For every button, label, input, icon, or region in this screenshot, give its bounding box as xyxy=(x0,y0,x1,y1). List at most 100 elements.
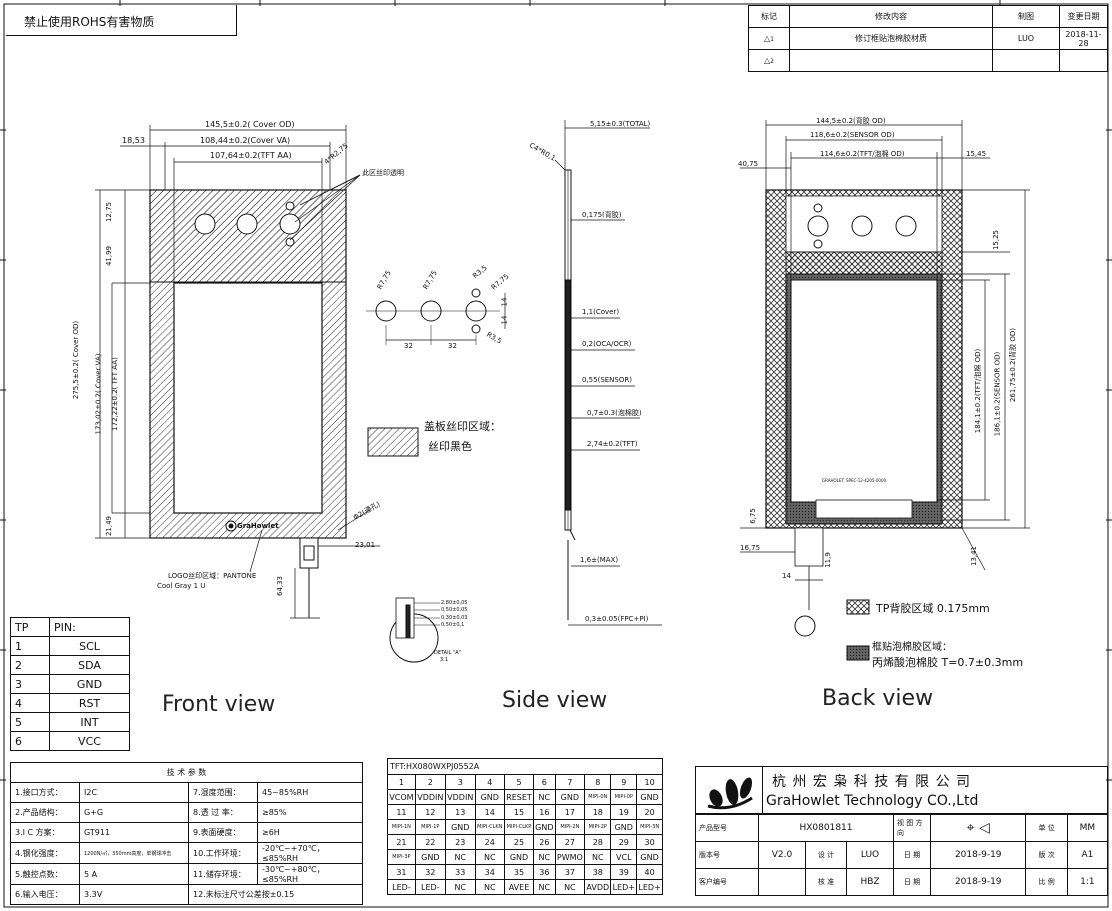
rev-date-1: 2018-11-28 xyxy=(1059,27,1108,50)
tft-pin-signal: MIPI-CLKP xyxy=(503,819,535,835)
tft-pin-number: 20 xyxy=(636,804,663,820)
tft-pin-number: 38 xyxy=(584,864,612,880)
tft-pin-number: 24 xyxy=(474,834,505,850)
tft-pin-number: 19 xyxy=(610,804,638,820)
back-dim-sensor-od: 118,6±0.2(SENSOR OD) xyxy=(810,131,895,139)
date-label-2: 日 期 xyxy=(893,868,931,896)
checker: HBZ xyxy=(846,868,894,896)
unit-value: MM xyxy=(1066,814,1109,842)
tp-pin-no: 5 xyxy=(10,712,50,732)
tft-pin-signal: MIPI-3P xyxy=(387,849,416,865)
back-dim-h-back: 261,75±0.2(背胶 OD) xyxy=(1009,327,1018,403)
tft-pin-number: 15 xyxy=(503,804,535,820)
scale-value: 1:1 xyxy=(1066,868,1109,896)
tp-pin-name: SDA xyxy=(49,655,130,675)
hole-d14b: 14 xyxy=(500,315,509,325)
tft-pin-signal: MIPI-3N xyxy=(636,819,663,835)
product-no-label: 产品型号 xyxy=(695,814,759,842)
foam-swatch xyxy=(846,645,870,661)
tech-value: G+G xyxy=(79,802,189,823)
tech-key: 11.储存环境： xyxy=(188,863,258,885)
tft-pin-signal: GND xyxy=(636,789,663,805)
title-block-table: 产品型号 HX0801811 视 图 方 向 ⌖ ◁ 单 位 MM 版本号 V2… xyxy=(695,814,1109,896)
front-dim-h-tft-aa: 172,22±0.2( TFT AA) xyxy=(110,357,119,431)
detail-d4: 0,50±0,1 xyxy=(441,622,465,628)
tech-value: 3.3V xyxy=(79,884,189,905)
tft-pin-number: 3 xyxy=(444,774,476,790)
legend-silk-title: 盖板丝印区域： xyxy=(424,420,501,433)
tech-key: 3.I C 方案： xyxy=(10,822,80,843)
tft-pin-number: 40 xyxy=(636,864,663,880)
view-direction-symbol: ⌖ ◁ xyxy=(929,814,1027,842)
front-view-label: Front view xyxy=(162,692,276,717)
tft-pin-number: 32 xyxy=(414,864,446,880)
tft-pin-number: 33 xyxy=(444,864,476,880)
side-tft: 2,74±0.2(TFT) xyxy=(587,440,638,448)
tft-pin-number: 1 xyxy=(387,774,416,790)
adhesive-swatch xyxy=(846,599,870,615)
tft-pin-signal: MIPI-CLKN xyxy=(474,819,505,835)
front-dim-h-cover-od: 275,5±0.2( Cover OD) xyxy=(72,320,81,400)
back-dim-h-tft: 184,1±0.2(TFT/泡棉 OD) xyxy=(974,348,983,434)
designer: LUO xyxy=(846,841,894,869)
detail-d3: 0,30±0,03 xyxy=(441,615,468,621)
tft-pin-signal: GND xyxy=(444,819,476,835)
tech-value: I2C xyxy=(79,782,189,803)
front-dim-23-01: 23,01 xyxy=(355,541,376,549)
side-max: 1,6±(MAX) xyxy=(580,556,619,564)
tech-value: ≥85% xyxy=(257,802,363,823)
version-value: V2.0 xyxy=(758,841,806,869)
tft-pin-number: 29 xyxy=(610,834,638,850)
rev-drafter-2 xyxy=(992,49,1060,72)
rev-content-2 xyxy=(789,49,993,72)
design-label: 设 计 xyxy=(805,841,847,869)
tech-key: 10.工作环境： xyxy=(188,842,258,864)
tech-value: -20℃~+70℃，≤85%RH xyxy=(257,842,363,864)
tft-pin-number: 28 xyxy=(584,834,612,850)
hole-d32b: 32 xyxy=(448,342,457,350)
tft-pin-signal: MIPI-1N xyxy=(387,819,416,835)
tft-pin-signal: MIPI-0N xyxy=(584,789,612,805)
rev-drafter-1: LUO xyxy=(992,27,1060,50)
tft-pin-number: 5 xyxy=(503,774,535,790)
back-view-label: Back view xyxy=(822,686,934,711)
tft-pin-signal: NC xyxy=(533,789,556,805)
tft-pin-number: 4 xyxy=(474,774,505,790)
tp-pin-name: SCL xyxy=(49,636,130,656)
front-dim-left: 18,53 xyxy=(122,136,145,145)
front-dim-41-99: 41,99 xyxy=(105,245,114,267)
back-dim-40-75: 40,75 xyxy=(738,160,759,168)
tech-value: 45~85%RH xyxy=(257,782,363,803)
tft-pin-number: 25 xyxy=(503,834,535,850)
tft-pin-signal: NC xyxy=(554,879,586,895)
tft-pin-number: 8 xyxy=(584,774,612,790)
tft-pin-signal: NC xyxy=(474,849,505,865)
view-direction-label: 视 图 方 向 xyxy=(893,814,931,842)
tp-pin-no: 3 xyxy=(10,674,50,694)
back-dim-tft-od: 114,6±0.2(TFT/泡棉 OD) xyxy=(820,150,905,158)
side-backing: 0,175(背胶) xyxy=(582,211,622,219)
front-dim-h-cover-va: 173,02±0.2( Cover VA) xyxy=(94,353,103,435)
legend-silk-color: 丝印黑色 xyxy=(428,440,472,453)
rev-mark-1: △1 xyxy=(748,27,790,50)
tft-pin-signal: MIPI-2P xyxy=(584,819,612,835)
side-view-drawing xyxy=(389,120,662,663)
tft-pin-number: 26 xyxy=(533,834,556,850)
legend-foam-title: 框贴泡棉胶区域： xyxy=(872,642,952,653)
tp-pin-no: 2 xyxy=(10,655,50,675)
front-dim-64-33: 64,33 xyxy=(276,575,285,597)
tft-pin-number: 18 xyxy=(584,804,612,820)
scale-label: 比 例 xyxy=(1025,868,1068,896)
tech-key: 2.产品结构： xyxy=(10,802,80,823)
side-foam: 0,7±0.3(泡棉胶) xyxy=(587,409,642,417)
front-dim-cover-va: 108,44±0.2(Cover VA) xyxy=(200,136,291,145)
header-note-box: 禁止使用ROHS有害物质 xyxy=(6,5,237,36)
customer-label: 客户编号 xyxy=(695,868,759,896)
